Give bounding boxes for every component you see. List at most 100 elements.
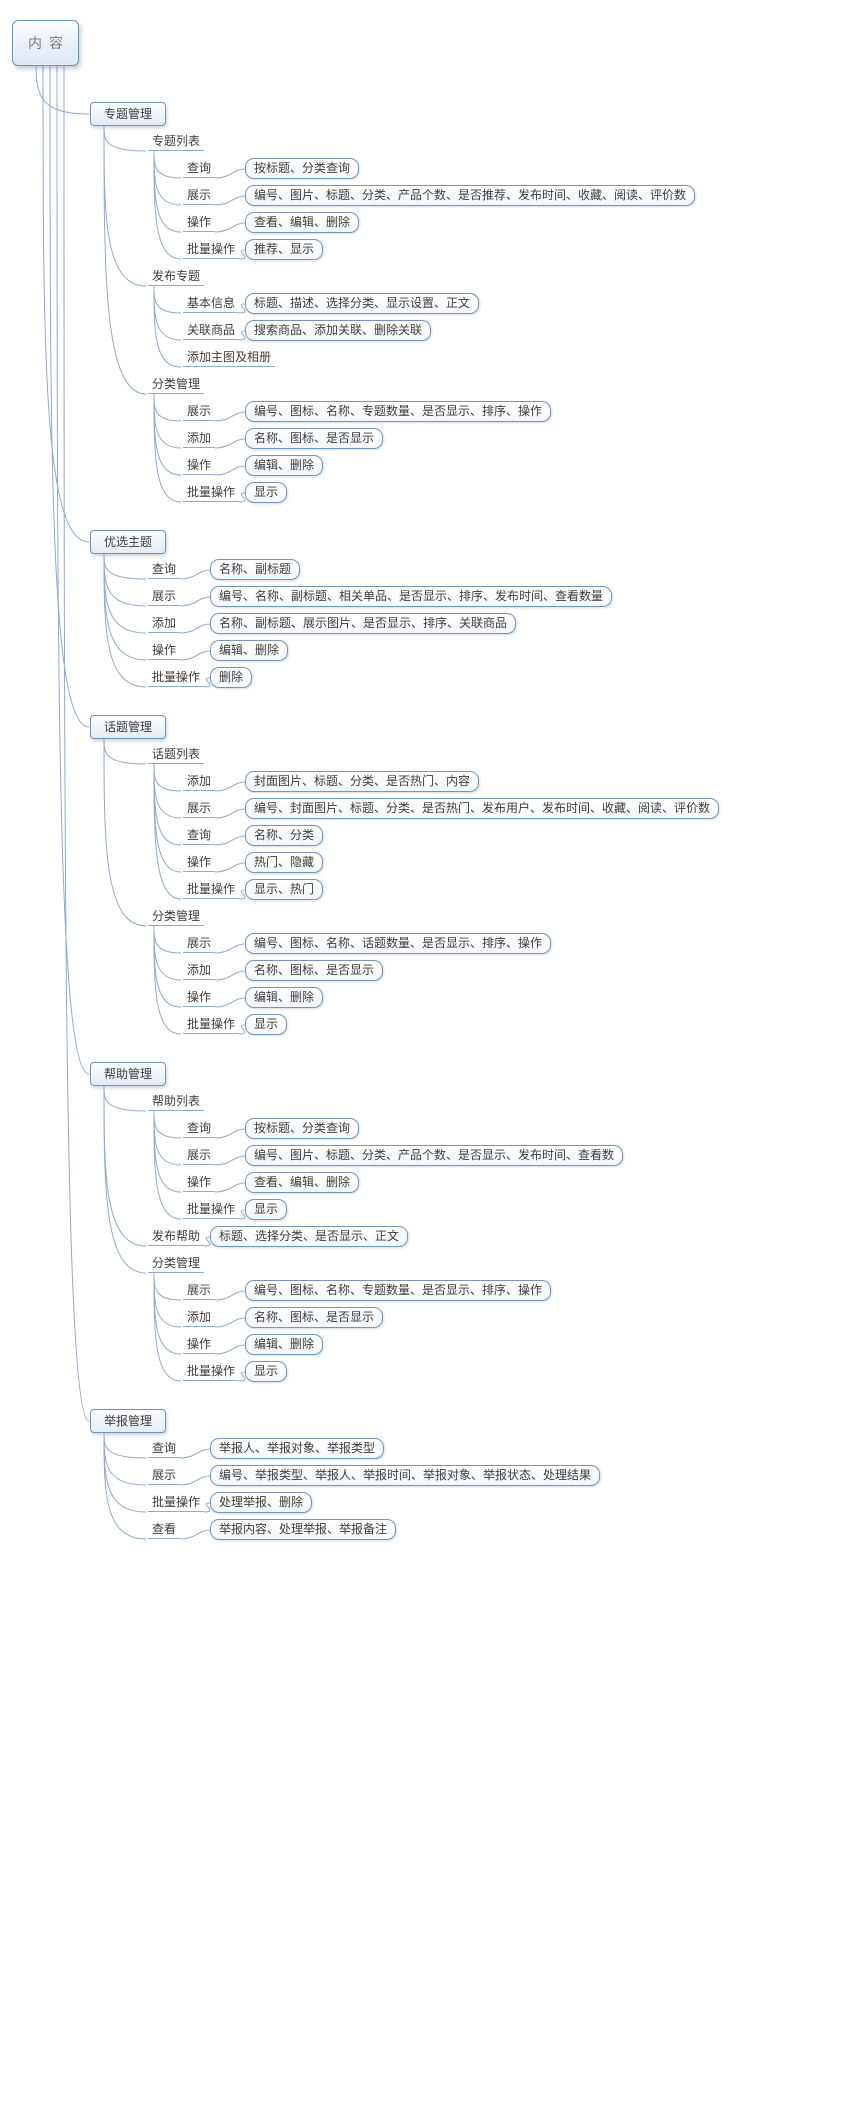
subtopic-label[interactable]: 展示 — [148, 1467, 181, 1485]
subtopic-label[interactable]: 操作 — [183, 989, 216, 1007]
connector-line — [238, 1371, 246, 1382]
detail-bubble[interactable]: 封面图片、标题、分类、是否热门、内容 — [245, 771, 480, 792]
detail-bubble[interactable]: 按标题、分类查询 — [245, 158, 360, 179]
subtopic-label[interactable]: 操作 — [148, 642, 181, 660]
subtopic-label[interactable]: 展示 — [148, 588, 181, 606]
subtopic-label[interactable]: 添加主图及相册 — [183, 349, 276, 367]
detail-bubble[interactable]: 名称、副标题、展示图片、是否显示、排序、关联商品 — [210, 613, 517, 634]
subtopic-label[interactable]: 查询 — [148, 1440, 181, 1458]
subtopic-label[interactable]: 展示 — [183, 935, 216, 953]
subtopic-label[interactable]: 展示 — [183, 403, 216, 421]
detail-bubble[interactable]: 名称、图标、是否显示 — [245, 960, 384, 981]
detail-bubble[interactable]: 推荐、显示 — [245, 239, 324, 260]
subtopic-label[interactable]: 批量操作 — [183, 1201, 240, 1219]
root-topic[interactable]: 内容 — [12, 20, 79, 66]
subtopic-label[interactable]: 添加 — [148, 615, 181, 633]
detail-bubble[interactable]: 编辑、删除 — [210, 640, 289, 661]
subtopic-label[interactable]: 基本信息 — [183, 295, 240, 313]
subtopic-label[interactable]: 操作 — [183, 854, 216, 872]
subtopic-label[interactable]: 批量操作 — [183, 241, 240, 259]
detail-bubble[interactable]: 删除 — [210, 667, 253, 688]
connector-line — [203, 1502, 211, 1513]
detail-bubble[interactable]: 显示 — [245, 1014, 288, 1035]
subtopic-label[interactable]: 操作 — [183, 457, 216, 475]
subtopic-label[interactable]: 展示 — [183, 800, 216, 818]
branch-topic[interactable]: 帮助管理 — [90, 1062, 167, 1086]
detail-bubble[interactable]: 编号、举报类型、举报人、举报时间、举报对象、举报状态、处理结果 — [210, 1465, 601, 1486]
connector-line — [103, 125, 147, 152]
subtopic-label[interactable]: 添加 — [183, 962, 216, 980]
subtopic-label[interactable]: 关联商品 — [183, 322, 240, 340]
subtopic-label[interactable]: 批量操作 — [148, 669, 205, 687]
detail-bubble[interactable]: 编号、图标、名称、专题数量、是否显示、排序、操作 — [245, 401, 552, 422]
detail-bubble[interactable]: 查看、编辑、删除 — [245, 1172, 360, 1193]
connector-line — [153, 1110, 182, 1139]
subtopic-label[interactable]: 分类管理 — [148, 376, 205, 394]
connector-line — [153, 285, 182, 314]
subtopic-label[interactable]: 批量操作 — [183, 1363, 240, 1381]
subtopic-label[interactable]: 分类管理 — [148, 908, 205, 926]
detail-bubble[interactable]: 编号、封面图片、标题、分类、是否热门、发布用户、发布时间、收藏、阅读、评价数 — [245, 798, 720, 819]
subtopic-label[interactable]: 展示 — [183, 187, 216, 205]
subtopic-label[interactable]: 话题列表 — [148, 746, 205, 764]
subtopic-label[interactable]: 发布专题 — [148, 268, 205, 286]
subtopic-label[interactable]: 添加 — [183, 773, 216, 791]
detail-bubble[interactable]: 显示 — [245, 1199, 288, 1220]
detail-bubble[interactable]: 编号、图片、标题、分类、产品个数、是否显示、发布时间、查看数 — [245, 1145, 624, 1166]
detail-bubble[interactable]: 名称、图标、是否显示 — [245, 1307, 384, 1328]
detail-bubble[interactable]: 显示、热门 — [245, 879, 324, 900]
detail-bubble[interactable]: 查看、编辑、删除 — [245, 212, 360, 233]
subtopic-label[interactable]: 专题列表 — [148, 133, 205, 151]
connector-line — [103, 1085, 147, 1112]
detail-bubble[interactable]: 编号、名称、副标题、相关单品、是否显示、排序、发布时间、查看数量 — [210, 586, 613, 607]
connector-line — [179, 1529, 211, 1540]
detail-bubble[interactable]: 名称、图标、是否显示 — [245, 428, 384, 449]
subtopic-label[interactable]: 批量操作 — [148, 1494, 205, 1512]
subtopic-label[interactable]: 查询 — [183, 1120, 216, 1138]
subtopic-label[interactable]: 批量操作 — [183, 1016, 240, 1034]
branch-topic[interactable]: 举报管理 — [90, 1409, 167, 1433]
connector-line — [153, 763, 182, 900]
detail-bubble[interactable]: 搜索商品、添加关联、删除关联 — [245, 320, 432, 341]
detail-bubble[interactable]: 标题、描述、选择分类、显示设置、正文 — [245, 293, 480, 314]
subtopic-label[interactable]: 查看 — [148, 1521, 181, 1539]
subtopic-label[interactable]: 操作 — [183, 214, 216, 232]
detail-bubble[interactable]: 按标题、分类查询 — [245, 1118, 360, 1139]
detail-bubble[interactable]: 显示 — [245, 482, 288, 503]
subtopic-label[interactable]: 添加 — [183, 430, 216, 448]
branch-topic[interactable]: 专题管理 — [90, 102, 167, 126]
subtopic-label[interactable]: 发布帮助 — [148, 1228, 205, 1246]
detail-bubble[interactable]: 编辑、删除 — [245, 455, 324, 476]
detail-bubble[interactable]: 举报内容、处理举报、举报备注 — [210, 1519, 397, 1540]
detail-bubble[interactable]: 显示 — [245, 1361, 288, 1382]
connector-line — [238, 1209, 246, 1220]
detail-bubble[interactable]: 编号、图标、名称、话题数量、是否显示、排序、操作 — [245, 933, 552, 954]
detail-bubble[interactable]: 名称、分类 — [245, 825, 324, 846]
detail-bubble[interactable]: 处理举报、删除 — [210, 1492, 313, 1513]
detail-bubble[interactable]: 编号、图标、名称、专题数量、是否显示、排序、操作 — [245, 1280, 552, 1301]
branch-topic[interactable]: 优选主题 — [90, 530, 167, 554]
subtopic-label[interactable]: 分类管理 — [148, 1255, 205, 1273]
subtopic-label[interactable]: 展示 — [183, 1282, 216, 1300]
subtopic-label[interactable]: 批量操作 — [183, 881, 240, 899]
detail-bubble[interactable]: 编辑、删除 — [245, 1334, 324, 1355]
detail-bubble[interactable]: 编辑、删除 — [245, 987, 324, 1008]
subtopic-label[interactable]: 帮助列表 — [148, 1093, 205, 1111]
subtopic-label[interactable]: 添加 — [183, 1309, 216, 1327]
subtopic-label[interactable]: 展示 — [183, 1147, 216, 1165]
subtopic-label[interactable]: 查询 — [183, 160, 216, 178]
detail-bubble[interactable]: 热门、隐藏 — [245, 852, 324, 873]
connector-line — [214, 1290, 246, 1301]
branch-topic[interactable]: 话题管理 — [90, 715, 167, 739]
connector-line — [238, 889, 246, 900]
subtopic-label[interactable]: 操作 — [183, 1336, 216, 1354]
subtopic-label[interactable]: 查询 — [183, 827, 216, 845]
subtopic-label[interactable]: 批量操作 — [183, 484, 240, 502]
subtopic-label[interactable]: 查询 — [148, 561, 181, 579]
detail-bubble[interactable]: 编号、图片、标题、分类、产品个数、是否推荐、发布时间、收藏、阅读、评价数 — [245, 185, 696, 206]
detail-bubble[interactable]: 名称、副标题 — [210, 559, 301, 580]
detail-bubble[interactable]: 标题、选择分类、是否显示、正文 — [210, 1226, 409, 1247]
subtopic-label[interactable]: 操作 — [183, 1174, 216, 1192]
detail-bubble[interactable]: 举报人、举报对象、举报类型 — [210, 1438, 385, 1459]
